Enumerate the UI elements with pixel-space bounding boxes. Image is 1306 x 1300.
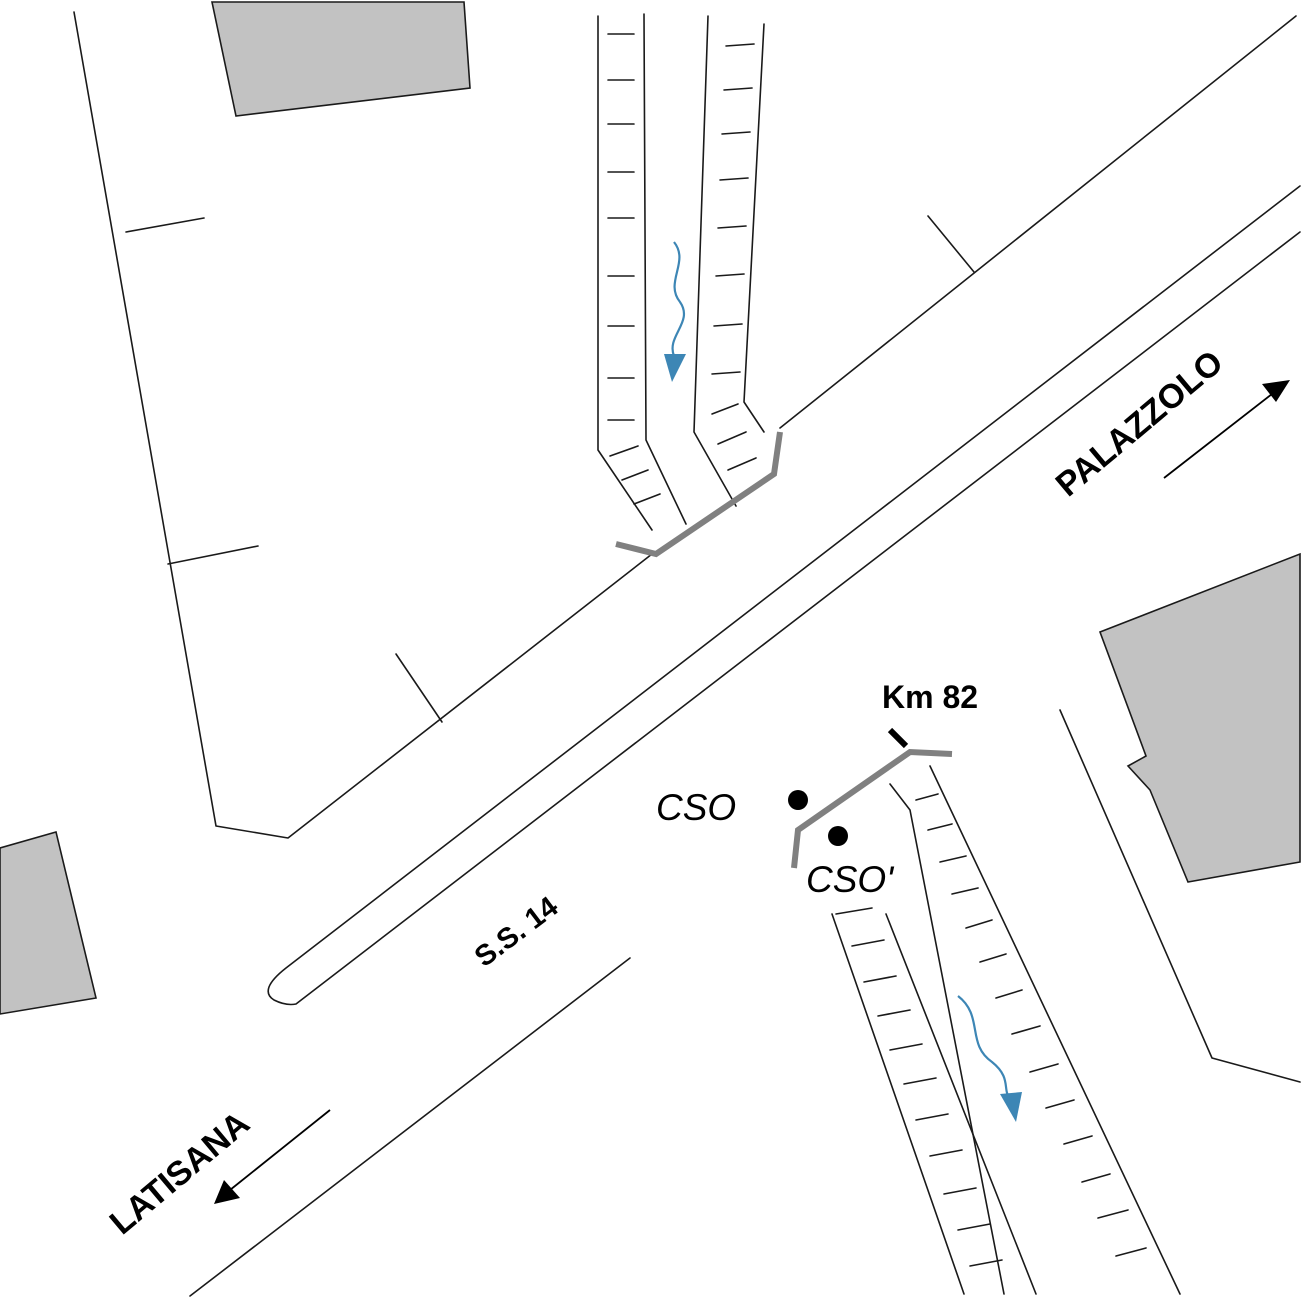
south-road-edge — [189, 957, 631, 1297]
km-marker-tick — [887, 727, 909, 749]
north-channel — [597, 13, 765, 531]
north-channel-bank — [643, 13, 687, 525]
buildings — [0, 1, 1301, 1015]
north-culvert-barrier — [615, 431, 783, 558]
parcel-tick — [927, 215, 975, 273]
north-channel-bank — [693, 15, 737, 507]
road-label: S.S. 14 — [469, 891, 564, 974]
road-median — [267, 185, 1301, 1006]
parcel-tick — [395, 653, 443, 723]
station-cso-prime-label: CSO' — [806, 859, 895, 900]
north-channel-hatching — [607, 33, 757, 505]
parcel-tick — [167, 545, 259, 565]
south-channel-bank — [885, 913, 1037, 1295]
station-cso-prime-dot — [828, 826, 848, 846]
south-channel-bank — [929, 765, 1181, 1295]
west-direction-arrow — [214, 1109, 331, 1204]
south-channel — [831, 765, 1181, 1295]
parcel-tick — [125, 217, 205, 233]
west-parcel-boundary — [73, 11, 653, 839]
east-direction-arrow — [1163, 380, 1290, 479]
station-cso-dot — [788, 790, 808, 810]
south-flow-arrow — [957, 995, 1022, 1122]
north-flow-arrow — [664, 241, 686, 382]
building-north — [211, 1, 471, 117]
building-east — [1098, 552, 1301, 883]
property-boundaries — [73, 11, 1301, 1297]
station-cso-label: CSO — [656, 787, 736, 828]
north-channel-bank — [743, 23, 765, 433]
north-road-edge — [779, 15, 1297, 429]
south-culvert-barrier — [791, 748, 953, 869]
east-direction-label: PALAZZOLO — [1049, 343, 1231, 504]
building-west — [0, 831, 97, 1015]
east-parcel-boundary — [1059, 709, 1301, 1083]
south-channel-bank — [831, 913, 965, 1295]
west-direction-label: LATISANA — [103, 1104, 257, 1242]
south-channel-hatching — [835, 793, 1147, 1267]
km-marker-label: Km 82 — [882, 679, 978, 715]
